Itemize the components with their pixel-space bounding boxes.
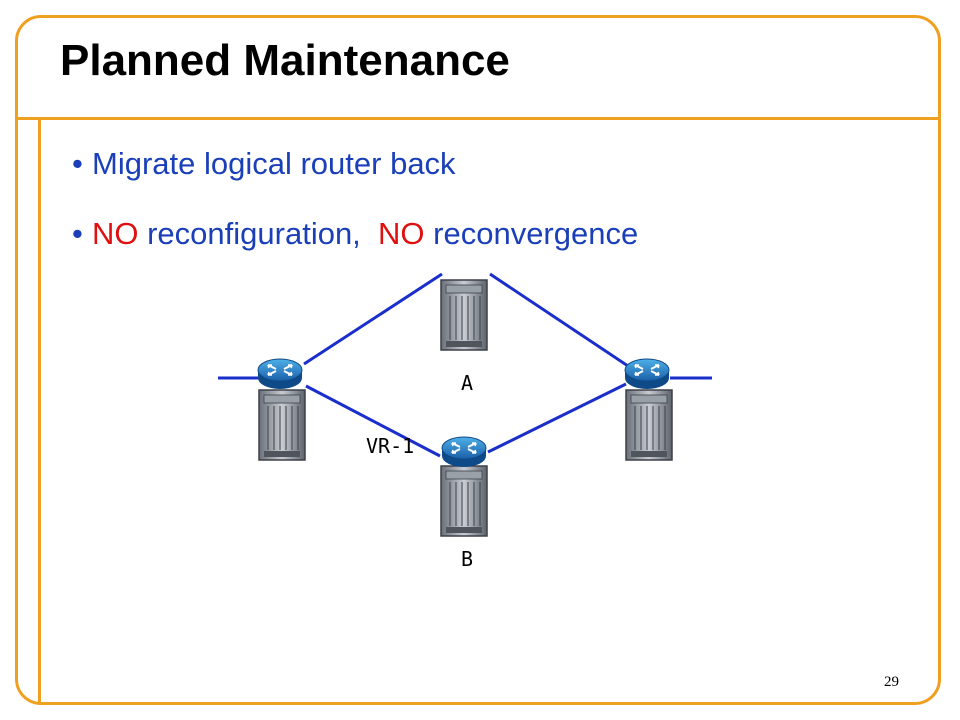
virtual-router-label: VR-1: [366, 434, 415, 458]
bullet-dot: •: [72, 216, 83, 251]
bullet-text: reconvergence: [424, 216, 639, 251]
router-b-label: B: [461, 547, 474, 571]
bullet-text: reconfiguration,: [138, 216, 379, 251]
slide-title: Planned Maintenance: [60, 36, 510, 85]
network-links: [218, 272, 712, 458]
page-number: 29: [884, 674, 899, 690]
left-router: [257, 358, 306, 461]
slide-frame: [15, 15, 941, 705]
link-left-to-b: [305, 384, 441, 458]
bullet-item: • Migrate logical router back: [72, 146, 638, 184]
bullet-dot: •: [72, 146, 83, 181]
bullet-item: • NO reconfiguration, NO reconvergence: [72, 216, 638, 254]
link-b-to-right: [487, 382, 627, 454]
title-divider: [15, 117, 941, 120]
router-a-label: A: [461, 371, 474, 395]
link-left-to-a: [303, 272, 443, 366]
router-a: [440, 279, 488, 351]
bullet-text-emphasis: NO: [378, 216, 425, 251]
router-b: [440, 436, 488, 537]
left-divider: [38, 120, 41, 705]
bullet-list: • Migrate logical router back • NO reconfi…: [72, 146, 638, 286]
right-router: [624, 358, 673, 461]
bullet-text-emphasis: NO: [92, 216, 139, 251]
link-a-to-right: [489, 272, 629, 368]
bullet-text: Migrate logical router back: [92, 146, 456, 181]
